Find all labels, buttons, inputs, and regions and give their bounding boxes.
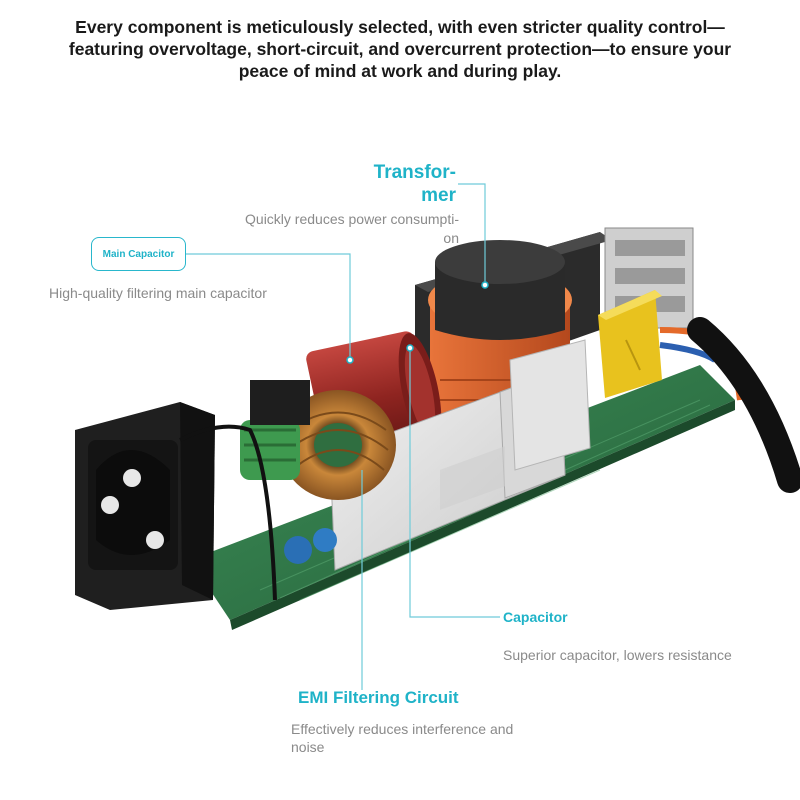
emi-title: EMI Filtering Circuit <box>298 688 459 707</box>
emi-desc-line-1: Effectively reduces interference and <box>291 721 514 737</box>
transformer-title: Transfor- mer <box>366 161 456 207</box>
emi-desc-line-2: noise <box>291 739 325 755</box>
callout-dots <box>346 281 489 364</box>
film-capacitor <box>598 290 662 398</box>
front-shield <box>329 339 591 571</box>
transformer-leader-line <box>458 183 486 285</box>
transformer-title-line-1: Transfor- <box>373 162 456 183</box>
header-line-1: Every component is meticulously selected… <box>75 17 725 37</box>
capacitor-description: Superior capacitor, lowers resistance <box>503 647 732 663</box>
transformer-title-line-2: mer <box>421 185 456 206</box>
header-line-3: peace of mind at work and during play. <box>238 61 562 81</box>
ac-socket <box>75 402 215 610</box>
green-choke <box>240 380 310 480</box>
callout-lines <box>186 183 500 690</box>
capacitor-leader-line <box>409 348 500 618</box>
capacitor-title: Capacitor <box>503 609 568 625</box>
transformer-description: Quickly reduces power consumpti- on <box>221 210 459 248</box>
emi-description: Effectively reduces interference and noi… <box>291 720 513 756</box>
main-capacitor-description: High-quality filtering main capacitor <box>49 285 267 301</box>
transformer-desc-line-1: Quickly reduces power consumpti- <box>245 211 459 227</box>
transformer-desc-line-2: on <box>443 230 459 246</box>
main-capacitor-leader-line <box>186 253 351 360</box>
page-header: Every component is meticulously selected… <box>20 16 780 82</box>
main-capacitor-title: Main Capacitor <box>91 237 186 271</box>
header-line-2: featuring overvoltage, short-circuit, an… <box>68 39 732 59</box>
y-capacitors <box>284 528 337 564</box>
wires <box>179 317 800 601</box>
